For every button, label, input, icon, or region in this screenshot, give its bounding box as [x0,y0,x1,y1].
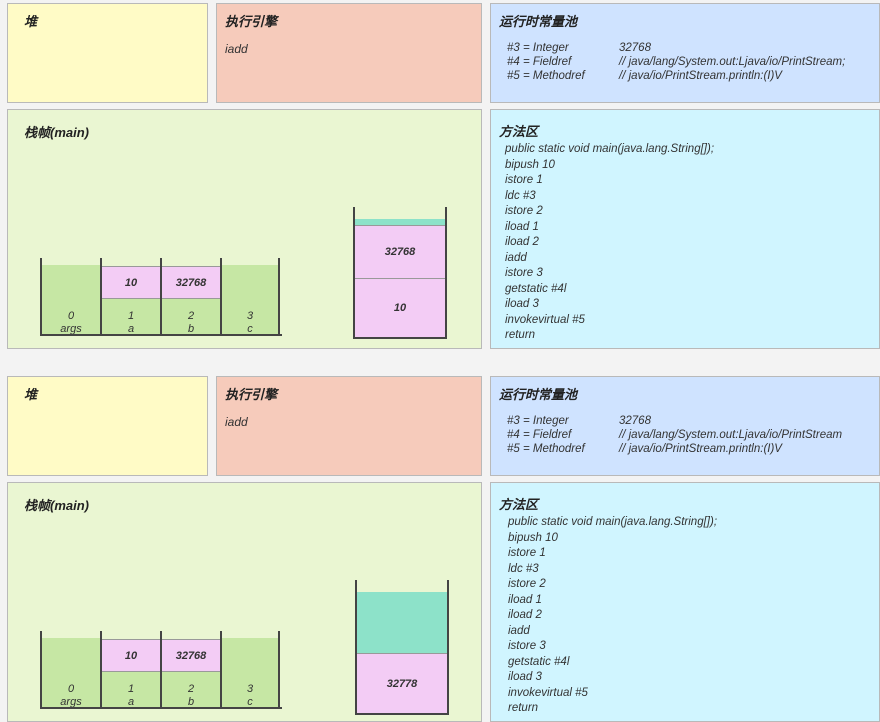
bytecode-line: return [505,329,536,341]
bytecode-line: public static void main(java.lang.String… [505,143,715,155]
method-area-panel-2: 方法区 public static void main(java.lang.St… [490,482,880,722]
bytecode-line: invokevirtual #5 [508,686,588,699]
local-value: 32768 [162,266,220,299]
local-slot-1: 10 1 a [100,631,160,709]
heap-panel-2: 堆 [7,376,208,476]
local-name: args [60,696,82,708]
local-name: a [127,696,135,708]
local-name: b [187,696,195,708]
operand-stack-slot: 32768 [355,225,445,278]
engine-instruction: iadd [225,42,248,56]
bytecode-line: iload 1 [505,220,539,233]
bytecode-line: istore 2 [508,578,546,590]
bytecode-line: iload 2 [508,609,542,621]
local-slot-0: 0 args [40,631,100,709]
local-value: 32768 [162,639,220,672]
bytecode-line: istore 2 [505,205,543,217]
bytecode-line: iload 2 [505,236,539,248]
method-area-title: 方法区 [499,124,539,139]
heap-title: 堆 [24,14,38,29]
bytecode-line: bipush 10 [508,531,558,544]
operand-stack-free-space [357,592,447,653]
bytecode-line: invokevirtual #5 [505,313,585,326]
heap-title: 堆 [24,387,38,402]
engine-title: 执行引擎 [225,14,278,29]
operand-stack: 32778 [355,580,449,715]
pool-title: 运行时常量池 [499,14,578,29]
local-index: 3 [246,683,254,695]
bytecode-list: public static void main(java.lang.String… [505,142,714,344]
bytecode-line: ldc #3 [505,189,536,202]
bytecode-line: istore 1 [508,547,546,559]
local-slot-1: 10 1 a [100,258,160,336]
engine-panel-2: 执行引擎 iadd [216,376,482,476]
bytecode-line: iload 3 [508,671,542,683]
pool-title: 运行时常量池 [499,387,578,402]
bytecode-line: return [508,702,539,714]
local-index: 0 [67,683,75,695]
local-name: b [187,323,195,335]
local-name: c [247,696,253,708]
bytecode-line: istore 3 [508,640,546,652]
bytecode-line: ldc #3 [508,562,539,575]
bytecode-line: istore 3 [505,267,543,279]
bytecode-line: iload 3 [505,298,539,310]
operand-stack-slot: 32778 [357,653,447,713]
engine-instruction: iadd [225,415,248,429]
local-index: 3 [246,310,254,322]
operand-stack: 32768 10 [353,207,447,339]
local-index: 2 [187,683,195,695]
local-slot-2: 32768 2 b [160,258,220,336]
operand-stack-free-space [355,219,445,225]
heap-panel-1: 堆 [7,3,208,103]
local-slot-3: 3 c [220,258,280,336]
operand-stack-slot: 10 [355,278,445,337]
local-slot-0: 0 args [40,258,100,336]
local-variable-table: 0 args 10 1 a 32768 2 b 3 c [40,258,282,336]
local-index: 0 [67,310,75,322]
bytecode-line: iadd [508,624,530,637]
method-area-panel-1: 方法区 public static void main(java.lang.St… [490,109,880,349]
frame-panel-2: 栈帧(main) 0 args 10 1 a 32768 2 b 3 c 327… [7,482,482,722]
bytecode-line: public static void main(java.lang.String… [508,516,718,528]
engine-title: 执行引擎 [225,387,278,402]
bytecode-line: bipush 10 [505,158,555,171]
local-slot-3: 3 c [220,631,280,709]
bytecode-line: iadd [505,251,527,264]
local-name: c [247,323,253,335]
local-value: 10 [102,639,160,672]
local-index: 1 [127,310,135,322]
local-name: args [60,323,82,335]
bytecode-line: getstatic #4l [505,282,567,295]
local-index: 2 [187,310,195,322]
local-index: 1 [127,683,135,695]
frame-title: 栈帧(main) [24,125,90,140]
local-slot-2: 32768 2 b [160,631,220,709]
local-value: 10 [102,266,160,299]
method-area-title: 方法区 [499,497,539,512]
local-variable-table: 0 args 10 1 a 32768 2 b 3 c [40,631,282,709]
local-name: a [127,323,135,335]
bytecode-line: istore 1 [505,174,543,186]
frame-title: 栈帧(main) [24,498,90,513]
engine-panel-1: 执行引擎 iadd [216,3,482,103]
bytecode-line: iload 1 [508,593,542,606]
bytecode-list: public static void main(java.lang.String… [508,515,717,717]
bytecode-line: getstatic #4l [508,655,570,668]
frame-panel-1: 栈帧(main) 0 args 10 1 a 32768 2 b 3 c 327… [7,109,482,349]
